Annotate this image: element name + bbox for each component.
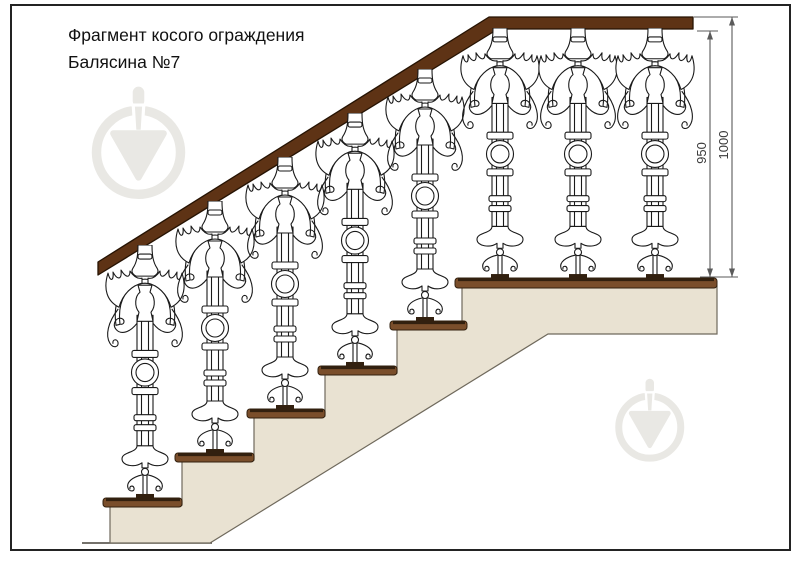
page-subtitle: Балясина №7 [68, 52, 181, 72]
border-frame [10, 4, 791, 551]
baluster [615, 28, 695, 280]
baluster [385, 69, 465, 323]
baluster [245, 157, 325, 411]
dimension-label-950: 950 [694, 142, 709, 164]
baluster [538, 28, 618, 280]
balusters [105, 28, 695, 500]
dimension-label-1000: 1000 [716, 130, 731, 160]
handrail [97, 16, 694, 276]
baluster [315, 113, 395, 368]
prom-watermark-icon [619, 378, 681, 459]
dimension-lines [694, 16, 738, 278]
page-title: Фрагмент косого ограждения [68, 25, 305, 45]
baluster [105, 245, 185, 500]
baluster [460, 28, 540, 280]
baluster [175, 201, 255, 455]
stair-treads [102, 277, 718, 508]
prom-watermark-icon [97, 85, 181, 194]
